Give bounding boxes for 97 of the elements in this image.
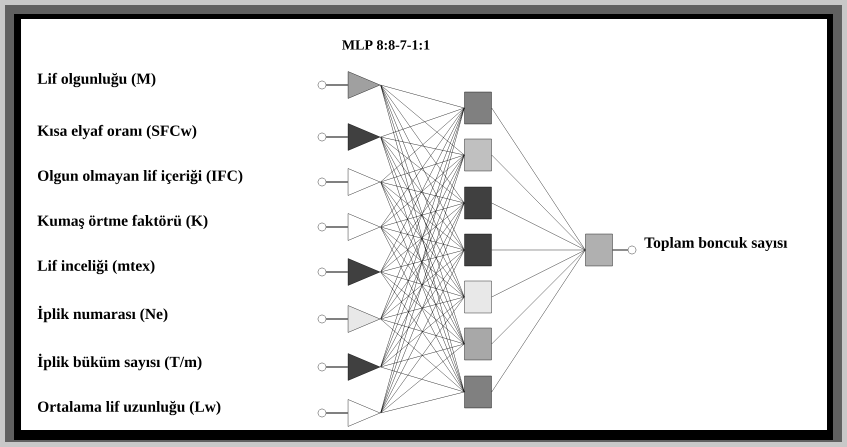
- input-label: İplik numarası (Ne): [38, 306, 168, 322]
- input-circle: [318, 362, 326, 372]
- connection-line: [380, 202, 464, 272]
- connection-line: [380, 344, 464, 414]
- connection-line: [380, 250, 464, 414]
- connection-line: [380, 226, 464, 250]
- input-label: Lif inceliği (mtex): [37, 260, 154, 274]
- input-triangle: [348, 399, 380, 427]
- connection-line: [492, 108, 586, 250]
- connection-line: [380, 318, 464, 344]
- hidden-square: [464, 186, 492, 220]
- connection-line: [380, 344, 464, 368]
- connection-line: [380, 182, 464, 344]
- input-triangle: [348, 305, 380, 333]
- connection-line: [380, 296, 464, 320]
- connection-line: [380, 108, 464, 320]
- connection-line: [380, 202, 464, 368]
- connection-line: [380, 84, 464, 204]
- connection-line: [492, 202, 586, 250]
- connection-line: [326, 318, 348, 320]
- connection-line: [380, 250, 464, 272]
- input-circle: [318, 80, 326, 90]
- connection-line: [492, 250, 586, 344]
- connection-line: [380, 136, 464, 344]
- connection-line: [492, 250, 586, 392]
- input-label: Lif olgunluğu (M): [37, 72, 156, 88]
- input-circle: [318, 178, 326, 186]
- connection-line: [326, 226, 348, 228]
- connection-line: [380, 84, 464, 344]
- connection-line: [380, 392, 464, 414]
- connection-line: [380, 154, 464, 320]
- connection-line: [380, 108, 464, 138]
- input-triangle: [348, 168, 380, 196]
- connection-line: [380, 182, 464, 392]
- input-label: Kumaş örtme faktörü (K): [37, 214, 208, 230]
- connection-line: [492, 154, 586, 250]
- connection-line: [380, 202, 464, 320]
- connection-line: [380, 202, 464, 228]
- connection-line: [380, 182, 464, 298]
- hidden-square: [464, 92, 492, 124]
- input-triangle: [348, 213, 380, 241]
- connection-line: [380, 296, 464, 368]
- hidden-square: [464, 234, 492, 266]
- connection-line: [380, 136, 464, 156]
- input-triangle: [348, 258, 380, 286]
- title: MLP 8:8-7-1:1: [342, 40, 430, 50]
- input-triangle: [348, 353, 380, 381]
- connection-line: [326, 84, 348, 86]
- connection-line: [492, 250, 586, 298]
- connection-line: [380, 84, 464, 298]
- input-label: Kısa elyaf oranı (SFCw): [37, 124, 196, 140]
- connection-line: [380, 154, 464, 228]
- connection-line: [380, 108, 464, 272]
- connection-line: [380, 182, 464, 204]
- connection-line: [380, 84, 464, 108]
- input-label: İplik büküm sayısı (T/m): [38, 354, 202, 370]
- connection-line: [380, 250, 464, 368]
- connection-line: [380, 226, 464, 392]
- input-triangle: [348, 123, 380, 151]
- connection-line: [380, 182, 464, 250]
- input-label: Olgun olmayan lif içeriği (IFC): [38, 170, 242, 184]
- output-label: Toplam boncuk sayısı: [644, 236, 788, 252]
- connection-line: [380, 226, 464, 298]
- connection-line: [380, 318, 464, 392]
- connection-line: [380, 154, 464, 182]
- connection-line: [326, 136, 348, 138]
- connection-line: [380, 272, 464, 344]
- connection-line: [380, 108, 464, 368]
- connection-line: [326, 366, 348, 368]
- connection-line: [380, 272, 464, 298]
- connection-line: [380, 84, 464, 250]
- input-triangle: [348, 71, 380, 99]
- output-square: [585, 234, 613, 266]
- hidden-square: [464, 328, 492, 360]
- connection-line: [380, 366, 464, 392]
- connection-line: [380, 108, 464, 182]
- connection-line: [380, 136, 464, 298]
- input-label: Ortalama lif uzunluğu (Lw): [38, 400, 220, 416]
- connection-line: [380, 272, 464, 392]
- connection-line: [380, 108, 464, 228]
- hidden-square: [464, 376, 492, 408]
- hidden-square: [464, 138, 492, 172]
- connection-line: [380, 296, 464, 414]
- connection-line: [380, 202, 464, 414]
- hidden-square: [464, 280, 492, 314]
- input-circle: [318, 268, 326, 276]
- input-circle: [318, 408, 326, 418]
- connection-line: [380, 136, 464, 250]
- input-circle: [318, 132, 326, 142]
- connection-line: [326, 412, 348, 414]
- input-circle: [318, 314, 326, 324]
- connection-line: [380, 136, 464, 204]
- input-circle: [318, 222, 326, 232]
- connection-line: [380, 226, 464, 344]
- connection-line: [380, 154, 464, 272]
- connection-line: [380, 84, 464, 156]
- connection-line: [380, 250, 464, 320]
